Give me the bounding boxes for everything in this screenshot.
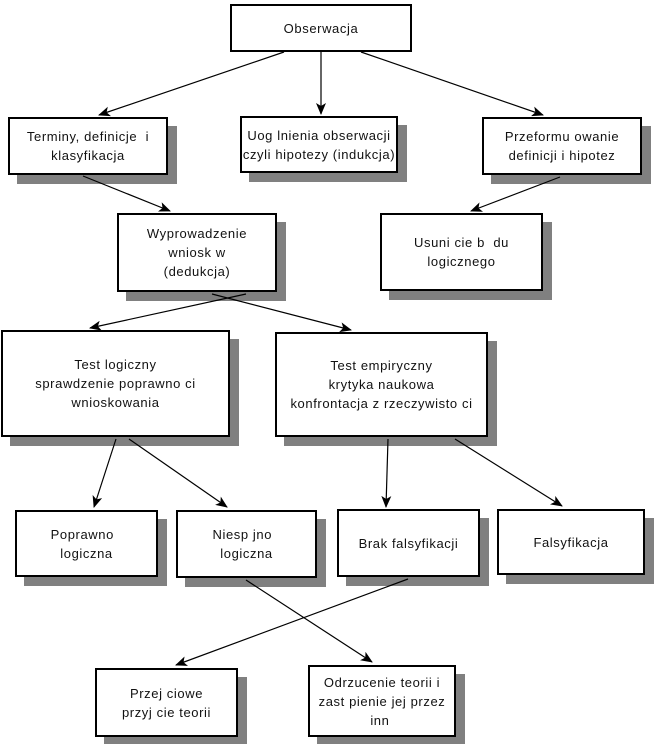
node-label-line: Usuni cie b du <box>414 235 509 250</box>
flow-node-test-logiczny: Test logiczny sprawdzenie poprawno ci wnio… <box>1 330 230 437</box>
node-label-line: Poprawno <box>50 526 123 542</box>
node-label-line: przyj cie teorii <box>121 704 212 720</box>
flow-node-odrzucenie: Odrzucenie teorii i zast pienie jej przez… <box>308 665 456 737</box>
flow-node-niespojnosc: Niesp jno logiczna <box>176 510 317 578</box>
node-label-line: Wyprowadzenie <box>146 226 248 241</box>
arrow-wyprowadzenie-to-test-logiczny <box>89 293 247 331</box>
flow-node-przeformulowanie: Przeformu owanie definicji i hipotez <box>482 117 642 175</box>
node-label-line: Terminy, definicje i <box>26 129 150 144</box>
flow-node-uogolnienia: Uog lnienia obserwacji czyli hipotezy (in… <box>240 116 398 173</box>
arrow-niespojnosc-to-odrzucenie <box>245 579 373 663</box>
node-label-line: Brak falsyfikacji <box>358 535 459 551</box>
node-label-line: Odrzucenie teorii i <box>323 674 441 690</box>
arrow-test-logiczny-to-niespojnosc <box>128 438 228 508</box>
node-label-line: klasyfikacja <box>51 148 125 163</box>
flow-node-poprawnosc: Poprawno logiczna <box>15 510 158 577</box>
node-label-line: Przej ciowe <box>129 685 204 701</box>
flow-node-terminy: Terminy, definicje i klasyfikacja <box>8 117 168 175</box>
node-label-line: Test logiczny <box>74 357 157 372</box>
node-label-line: wnioskowania <box>71 395 160 410</box>
node-label-line: logiczna <box>60 545 113 561</box>
arrow-test-empiryczny-to-brak <box>381 438 392 508</box>
node-label-line: sprawdzenie poprawno ci <box>35 376 196 391</box>
node-label-line: definicji i hipotez <box>508 148 616 163</box>
node-label-line: zast pienie jej przez <box>318 693 446 709</box>
flow-node-przejsciowe: Przej ciowe przyj cie teorii <box>95 668 238 737</box>
arrow-wyprowadzenie-to-test-empiryczny <box>211 293 352 333</box>
arrow-przeformulowanie-to-usuniecie <box>470 176 561 212</box>
node-label-line: inn <box>370 712 394 728</box>
arrow-terminy-to-wyprowadzenie <box>82 175 171 212</box>
flow-node-obserwacja: Obserwacja <box>230 4 412 52</box>
node-label-line: Falsyfikacja <box>533 534 609 550</box>
arrow-test-empiryczny-to-falsyfikacja <box>454 438 563 507</box>
node-label-line: logiczna <box>220 546 273 561</box>
node-label-line: Test empiryczny <box>330 358 433 373</box>
arrow-obserwacja-to-terminy <box>98 51 285 117</box>
node-label-line: Obserwacja <box>283 20 359 36</box>
flow-node-wyprowadzenie: Wyprowadzenie wniosk w (dedukcja) <box>117 213 277 292</box>
node-label-line: Przeformu owanie <box>504 129 620 144</box>
flow-node-test-empiryczny: Test empiryczny krytyka naukowa konfrontac… <box>275 332 488 437</box>
arrow-obserwacja-to-przeformulowanie <box>360 51 544 117</box>
node-label-line: konfrontacja z rzeczywisto ci <box>290 396 473 411</box>
node-label-line: wniosk w <box>168 245 226 260</box>
flow-node-usuniecie: Usuni cie b du logicznego <box>380 213 543 291</box>
node-label-line: (dedukcja) <box>163 264 231 279</box>
flow-node-falsyfikacja: Falsyfikacja <box>497 509 645 575</box>
node-label-line: logicznego <box>427 254 496 269</box>
node-label-line: czyli hipotezy (indukcja) <box>242 146 396 162</box>
node-label-line: Niesp jno <box>212 527 281 542</box>
node-label-line: krytyka naukowa <box>328 377 435 392</box>
node-label-line: Uog lnienia obserwacji <box>247 127 391 143</box>
flow-node-brak-falsyfikacji: Brak falsyfikacji <box>337 509 480 577</box>
arrow-brak-to-przejsciowe <box>175 578 409 666</box>
arrow-test-logiczny-to-poprawnosc <box>92 438 117 508</box>
